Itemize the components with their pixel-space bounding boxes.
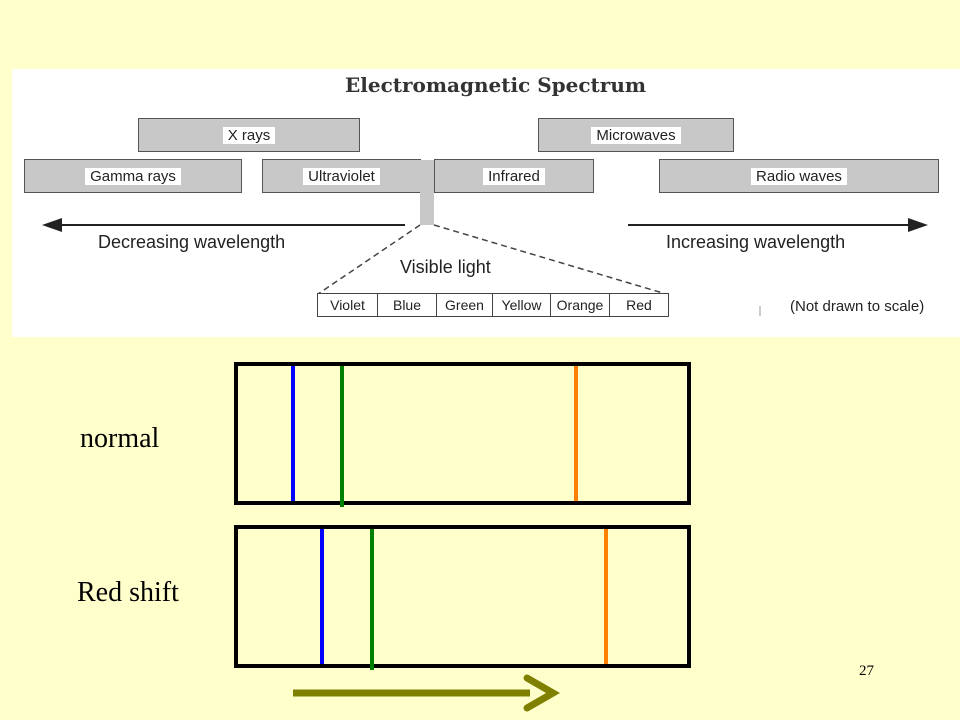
normal-spectrum-box bbox=[234, 362, 691, 505]
color-cell-violet: Violet bbox=[318, 294, 378, 316]
normal-blue-line bbox=[291, 366, 295, 501]
increasing-arrow-head bbox=[908, 218, 928, 232]
band-infrared: Infrared bbox=[434, 159, 594, 193]
redshift-orange-line bbox=[604, 529, 608, 664]
band-infrared-label: Infrared bbox=[483, 167, 545, 185]
normal-green-line bbox=[340, 366, 344, 507]
redshift-label: Red shift bbox=[77, 577, 179, 608]
redshift-spectrum-box bbox=[234, 525, 691, 668]
color-cell-red: Red bbox=[626, 297, 652, 313]
band-gamma-rays: Gamma rays bbox=[24, 159, 242, 193]
band-ultraviolet-label: Ultraviolet bbox=[303, 167, 380, 185]
scale-note: (Not drawn to scale) bbox=[790, 298, 925, 315]
em-spectrum-title: Electromagnetic Spectrum bbox=[345, 73, 647, 97]
band-radio-waves: Radio waves bbox=[659, 159, 939, 193]
band-x-rays-label: X rays bbox=[222, 126, 276, 144]
color-cell-green: Green bbox=[437, 294, 493, 316]
band-ultraviolet: Ultraviolet bbox=[262, 159, 421, 193]
band-x-rays: X rays bbox=[138, 118, 360, 152]
visible-guide-right bbox=[433, 224, 667, 295]
band-microwaves-label: Microwaves bbox=[591, 126, 681, 144]
color-cell-yellow: Yellow bbox=[493, 294, 551, 316]
band-microwaves: Microwaves bbox=[538, 118, 734, 152]
redshift-blue-line bbox=[320, 529, 324, 664]
color-cell-blue: Blue bbox=[378, 294, 437, 316]
normal-label: normal bbox=[80, 423, 160, 454]
decreasing-wavelength-label: Decreasing wavelength bbox=[98, 232, 286, 252]
increasing-wavelength-label: Increasing wavelength bbox=[666, 232, 846, 252]
em-spectrum-panel bbox=[12, 69, 960, 337]
page-number: 27 bbox=[859, 663, 874, 679]
band-radio-waves-label: Radio waves bbox=[751, 167, 847, 185]
visible-light-label: Visible light bbox=[400, 257, 491, 277]
redshift-green-line bbox=[370, 529, 374, 670]
color-cell-orange: Orange bbox=[551, 294, 610, 316]
decreasing-arrow-head bbox=[42, 218, 62, 232]
visible-guide-left bbox=[317, 224, 421, 295]
normal-orange-line bbox=[574, 366, 578, 501]
band-gamma-rays-label: Gamma rays bbox=[85, 167, 181, 185]
visible-color-table: Violet Blue Green Yellow Orange Red bbox=[317, 293, 669, 317]
visible-light-strip bbox=[420, 160, 434, 225]
shift-arrow-head bbox=[523, 674, 561, 712]
